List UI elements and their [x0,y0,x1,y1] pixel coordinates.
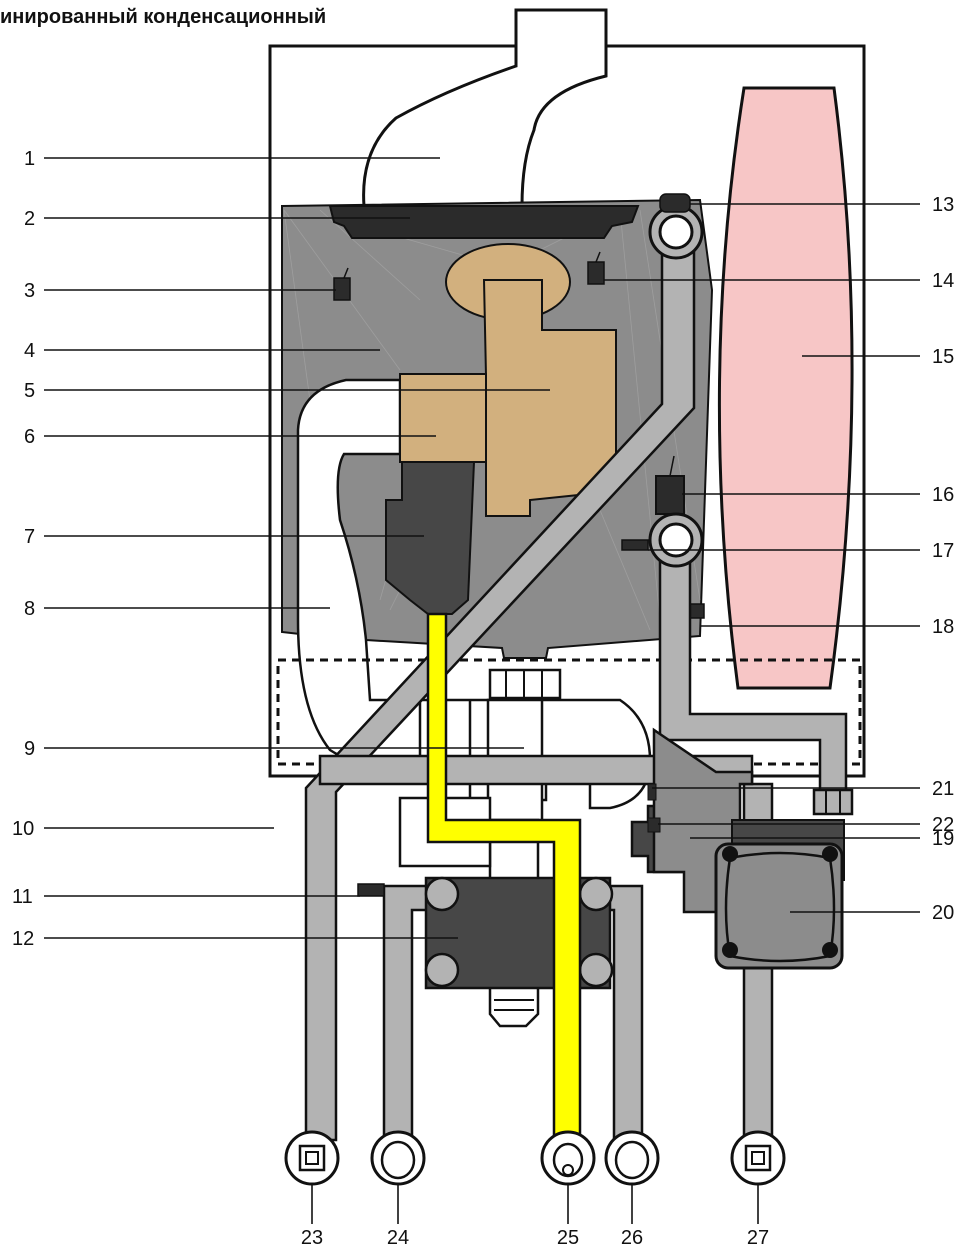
connection-26 [604,1130,660,1186]
label-22: 22 [932,814,954,836]
label-1: 1 [24,148,35,170]
sensor-16 [655,475,685,515]
label-16: 16 [932,484,954,506]
label-13: 13 [932,194,954,216]
label-23: 23 [301,1227,323,1249]
connection-27 [730,1130,786,1186]
air-vent-13 [659,193,691,213]
flue-adapter [328,205,640,239]
label-12: 12 [12,928,34,950]
labels-left: 1 2 3 4 5 6 7 8 9 10 11 12 [12,148,35,950]
label-21: 21 [932,778,954,800]
label-15: 15 [932,346,954,368]
exchanger-ports [424,876,614,988]
labels-bottom: 23 24 25 26 27 [301,1227,769,1249]
label-18: 18 [932,616,954,638]
label-26: 26 [621,1227,643,1249]
label-27: 27 [747,1227,769,1249]
labels-right: 13 14 15 16 17 18 19 20 21 22 [932,194,954,924]
label-19: 19 [932,828,954,850]
connection-25 [540,1130,596,1186]
label-4: 4 [24,340,35,362]
label-10: 10 [12,818,34,840]
pump-bolts [722,846,838,958]
return-union [812,788,854,816]
label-9: 9 [24,738,35,760]
label-24: 24 [387,1227,409,1249]
bottom-leaders [311,1184,759,1224]
label-5: 5 [24,380,35,402]
label-11: 11 [12,886,33,908]
label-17: 17 [932,540,954,562]
valve-22 [647,817,661,833]
label-20: 20 [932,902,954,924]
label-7: 7 [24,526,35,548]
gas-valve-top [399,373,487,463]
connection-24 [370,1130,426,1186]
sensor-3 [333,277,351,301]
label-2: 2 [24,208,35,230]
gas-valve-block [385,461,476,615]
sensor-14 [587,261,605,285]
label-25: 25 [557,1227,579,1249]
label-14: 14 [932,270,954,292]
expansion-vessel [717,86,854,690]
leader-lines [44,157,920,939]
label-8: 8 [24,598,35,620]
connection-23 [284,1130,340,1186]
label-6: 6 [24,426,35,448]
diagram-title: инированный конденсационный [0,6,327,28]
sensor-17 [621,539,649,551]
valve-21 [647,783,657,801]
hydraulic-unit-frame [276,658,862,766]
sensor-11 [357,883,385,897]
label-3: 3 [24,280,35,302]
